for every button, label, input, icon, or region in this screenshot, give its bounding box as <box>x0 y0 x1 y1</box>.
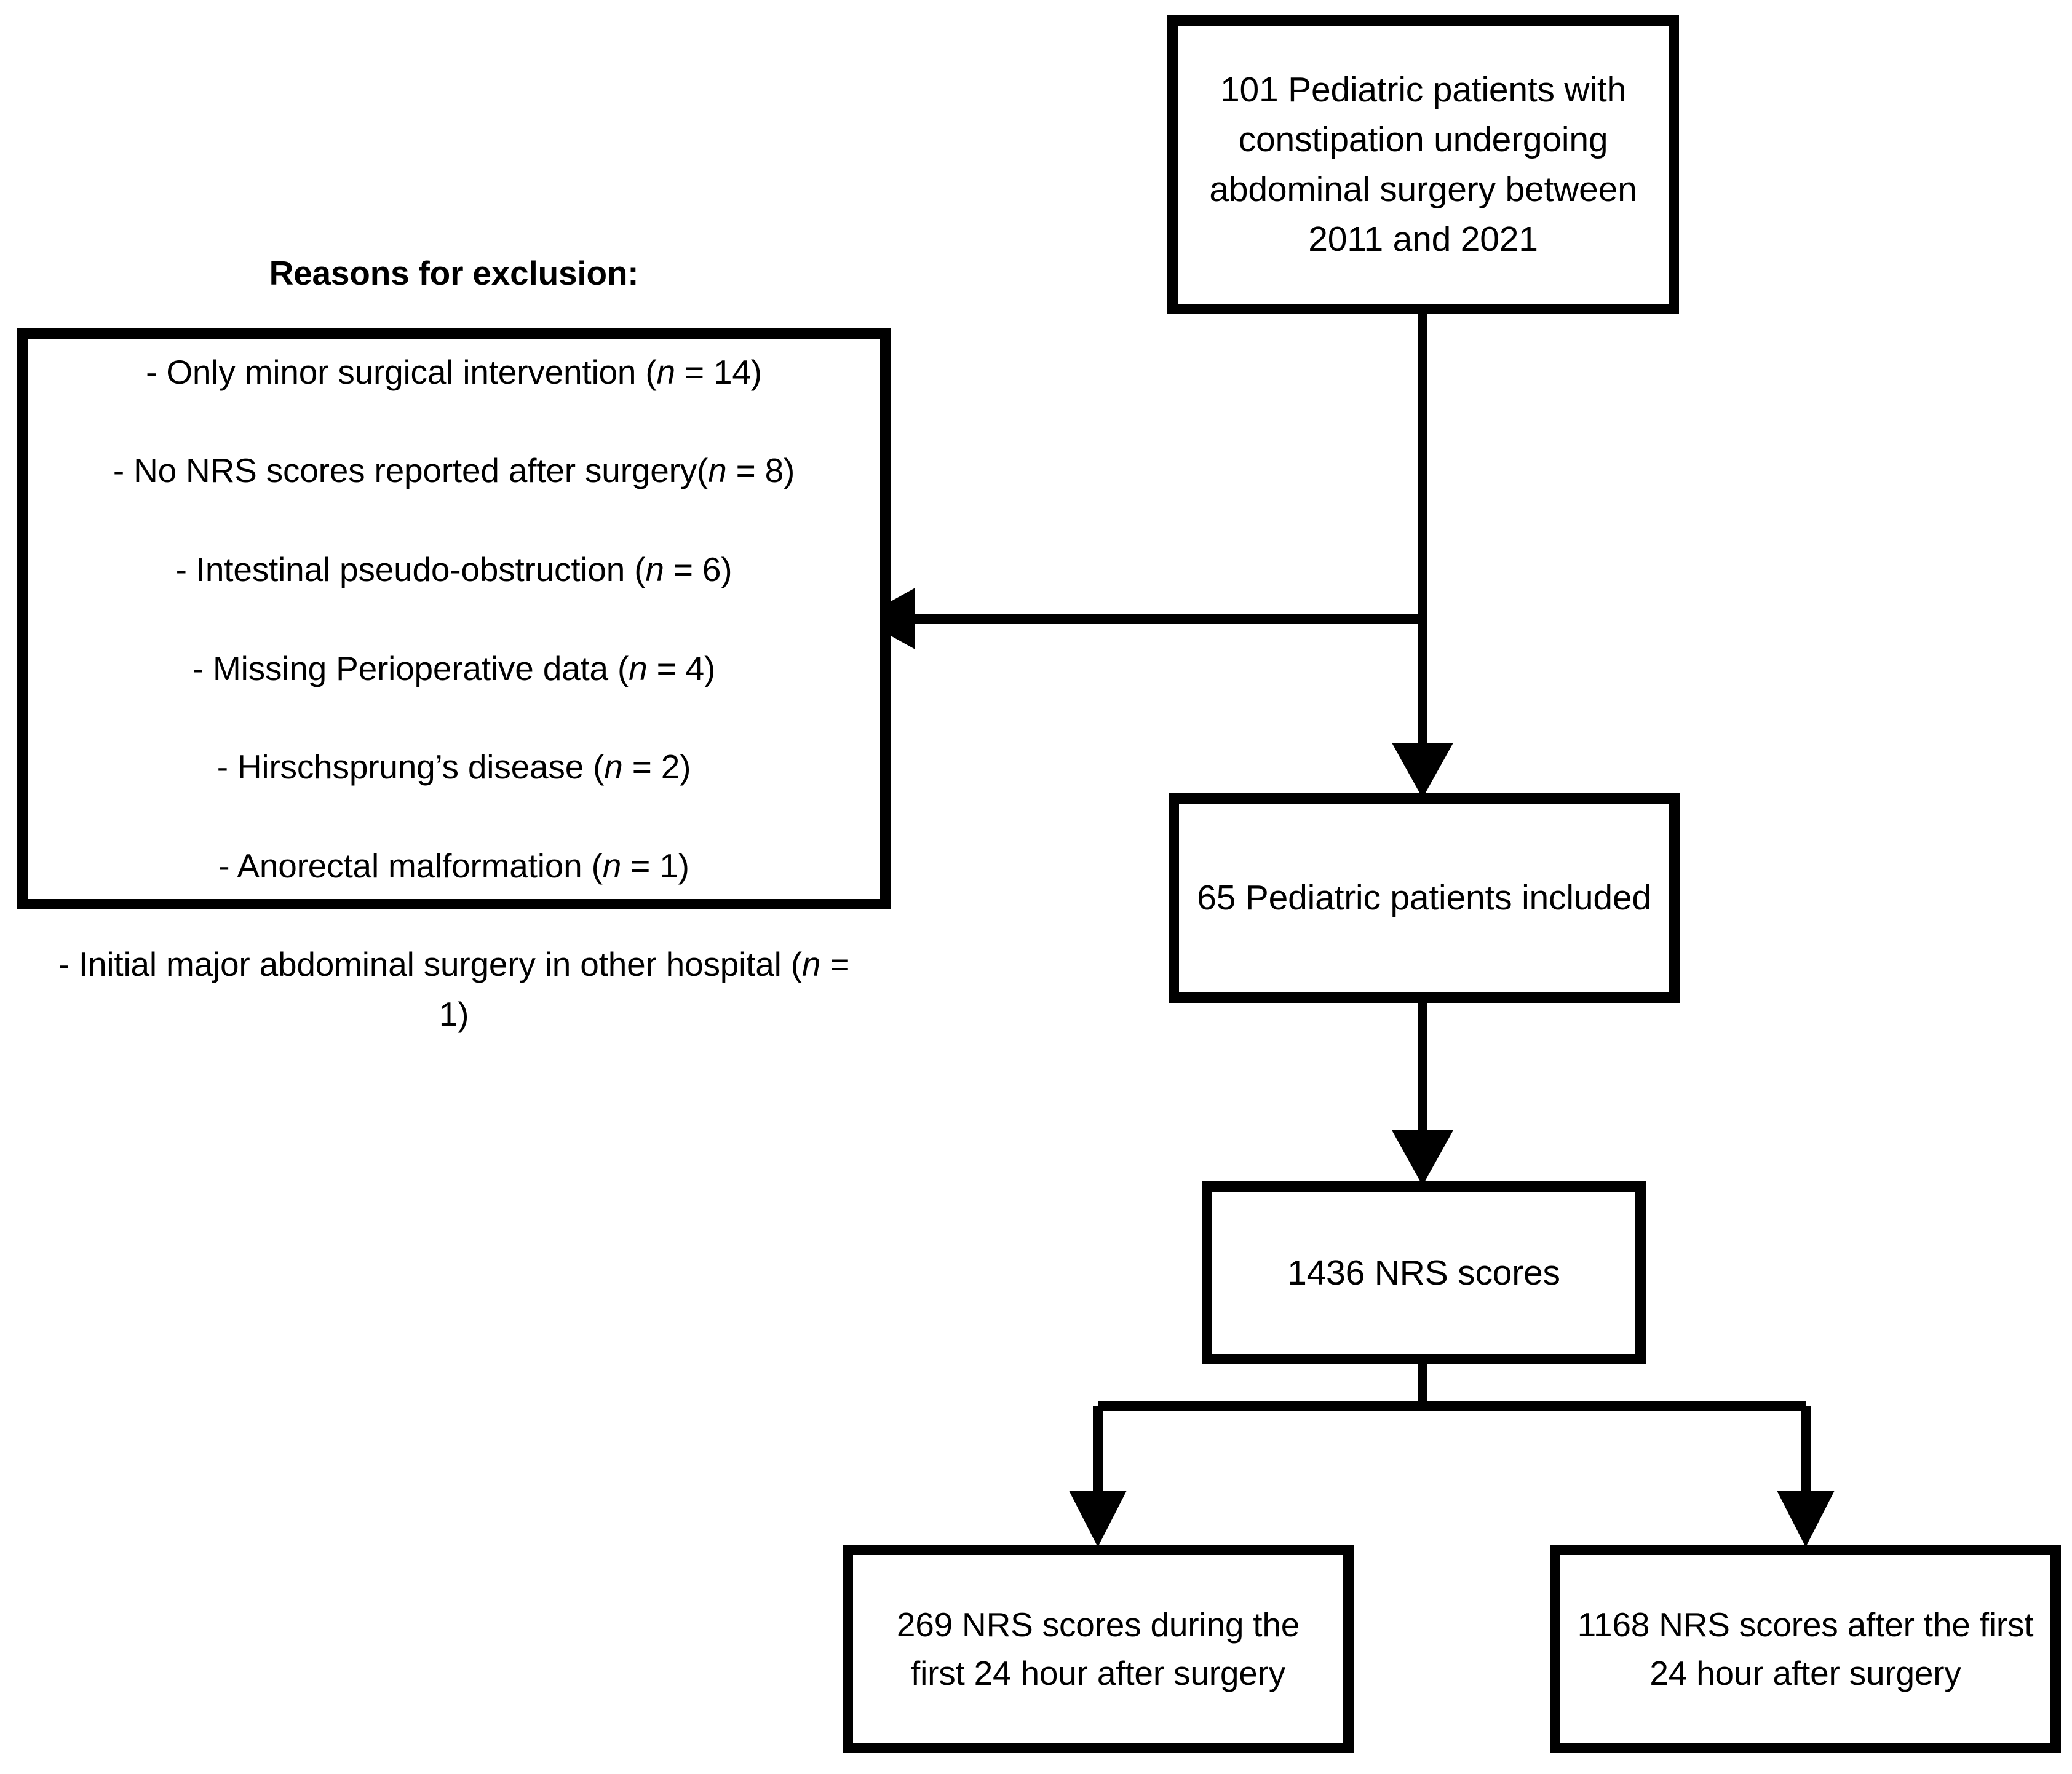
reason-n-symbol: n <box>708 451 727 490</box>
reason-label: - Anorectal malformation ( <box>218 846 603 885</box>
reason-close: ) <box>784 451 795 490</box>
reason-close: ) <box>678 846 689 885</box>
reason-label: - Hirschsprung’s disease ( <box>216 748 605 786</box>
reason-n-symbol: n <box>801 945 821 984</box>
reason-n-value: 6 <box>702 550 721 589</box>
node-exclusion-reasons: Reasons for exclusion: - Only minor surg… <box>17 254 891 1033</box>
edge-scores-to-after24 <box>1777 1406 1835 1547</box>
reason-close: ) <box>680 748 691 786</box>
reason-label: - No NRS scores reported after surgery( <box>113 451 709 490</box>
reason-label: - Missing Perioperative data ( <box>192 649 629 687</box>
exclusion-reason-item: - Intestinal pseudo-obstruction (n = 6) <box>176 550 732 588</box>
exclusion-reason-item: - Anorectal malformation (n = 1) <box>218 847 689 885</box>
exclusion-reason-item: - No NRS scores reported after surgery(n… <box>113 451 795 489</box>
reason-n-value: 1 <box>439 994 458 1033</box>
node-total-nrs-scores: 1436 NRS scores <box>1202 1181 1646 1364</box>
reason-label: - Intestinal pseudo-obstruction ( <box>175 550 646 589</box>
edge-enrolled-to-included <box>1392 314 1453 798</box>
reason-label: - Initial major abdominal surgery in oth… <box>58 945 802 984</box>
reason-equals: = <box>726 451 765 490</box>
reason-n-symbol: n <box>602 846 622 885</box>
node-nrs-first-24h-label: 269 NRS scores during the first 24 hour … <box>896 1606 1300 1692</box>
reason-n-value: 8 <box>764 451 784 490</box>
reason-equals: = <box>647 649 686 687</box>
node-enrolled-patients: 101 Pediatric patients with constipation… <box>1167 15 1679 314</box>
edge-enrolled-to-excluded <box>860 588 1423 649</box>
reason-equals: = <box>675 352 713 391</box>
exclusion-reason-item: - Missing Perioperative data (n = 4) <box>193 649 715 687</box>
edge-scores-to-first24 <box>1069 1406 1127 1547</box>
node-included-label: 65 Pediatric patients included <box>1197 878 1651 918</box>
node-nrs-after-24h-label: 1168 NRS scores after the first 24 hour … <box>1577 1606 2034 1692</box>
node-enrolled-label: 101 Pediatric patients with constipation… <box>1209 70 1637 259</box>
node-nrs-after-24h: 1168 NRS scores after the first 24 hour … <box>1550 1545 2061 1753</box>
exclusion-title-text: Reasons for exclusion <box>269 254 628 293</box>
reason-label: - Only minor surgical intervention ( <box>146 352 657 391</box>
reason-close: ) <box>704 649 716 687</box>
reason-equals: = <box>621 846 660 885</box>
exclusion-reason-item: - Initial major abdominal surgery in oth… <box>58 945 850 1032</box>
reason-n-value: 4 <box>685 649 705 687</box>
reason-n-value: 2 <box>661 748 680 786</box>
exclusion-content: Reasons for exclusion: - Only minor surg… <box>42 199 865 1039</box>
reason-n-symbol: n <box>629 649 648 687</box>
node-included-patients: 65 Pediatric patients included <box>1169 793 1680 1003</box>
reason-n-symbol: n <box>645 550 664 589</box>
reason-n-value: 1 <box>659 846 678 885</box>
edge-scores-split <box>1098 1364 1806 1411</box>
reason-equals: = <box>664 550 702 589</box>
exclusion-reason-item: - Only minor surgical intervention (n = … <box>146 353 762 391</box>
reason-close: ) <box>458 994 469 1033</box>
reason-n-symbol: n <box>656 352 675 391</box>
exclusion-title-colon: : <box>627 254 639 293</box>
reason-close: ) <box>750 352 762 391</box>
reason-equals: = <box>820 945 850 984</box>
reason-close: ) <box>721 550 732 589</box>
edge-included-to-scores <box>1392 1003 1453 1186</box>
reason-equals: = <box>622 748 661 786</box>
node-nrs-first-24h: 269 NRS scores during the first 24 hour … <box>843 1545 1354 1753</box>
reason-n-symbol: n <box>604 748 623 786</box>
reason-n-value: 14 <box>713 352 751 391</box>
node-total-nrs-scores-label: 1436 NRS scores <box>1287 1253 1560 1293</box>
exclusion-title: Reasons for exclusion: <box>269 254 639 292</box>
exclusion-reason-item: - Hirschsprung’s disease (n = 2) <box>217 748 691 786</box>
